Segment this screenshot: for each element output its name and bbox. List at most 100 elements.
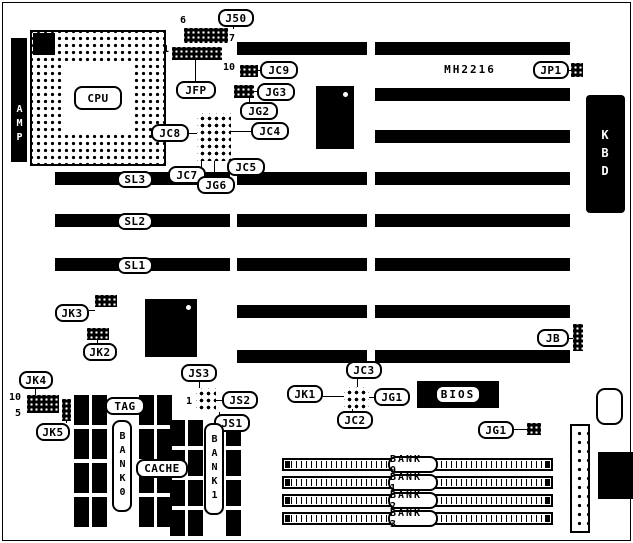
leader-line [216, 400, 222, 401]
jb-connector [573, 324, 583, 351]
expansion-slot [375, 88, 570, 101]
leader-line [569, 338, 573, 339]
model-text: MH2216 [444, 63, 496, 76]
qfp-chip [316, 86, 354, 149]
leader-line [35, 389, 36, 395]
cache-chip [170, 480, 185, 506]
cache-chip [170, 510, 185, 536]
expansion-slot [237, 214, 367, 227]
jc4-label: JC4 [251, 122, 289, 140]
j50-connector [184, 28, 228, 43]
expansion-slot [375, 258, 570, 271]
leader-line [233, 26, 234, 29]
jc3-pin-block [344, 387, 369, 411]
cache-chip [92, 395, 107, 425]
pin-number-10: 10 [223, 62, 236, 73]
keyboard-controller-chip [145, 299, 197, 357]
jc5-label: JC5 [227, 158, 265, 176]
power-switch-outline [596, 388, 623, 425]
js2-label: JS2 [222, 391, 258, 409]
leader-line [258, 70, 260, 71]
jk5-connector [62, 399, 71, 421]
leader-line [369, 397, 374, 398]
bios-label: BIOS [435, 385, 481, 404]
cache-chip [170, 420, 185, 446]
leader-line [214, 161, 215, 176]
leader-line [201, 161, 202, 167]
simm-bank2-label: BANK 2 [388, 490, 438, 512]
cache-chip-group [74, 395, 107, 527]
leader-line [323, 396, 344, 397]
expansion-slot [237, 258, 367, 271]
jfp-connector [172, 47, 222, 60]
pin-number-5: 5 [15, 408, 22, 419]
jc8-label: JC8 [151, 124, 189, 142]
jk2-connector [87, 328, 109, 340]
jg1-center-label: JG1 [374, 388, 410, 406]
cache-chip [74, 497, 89, 527]
expansion-slot [375, 42, 570, 55]
pin-number-10: 10 [9, 392, 22, 403]
jg1-right-label: JG1 [478, 421, 514, 439]
leader-line [189, 133, 197, 134]
amp-label: AMP [14, 104, 25, 146]
cache-chip [188, 420, 203, 446]
leader-line [219, 412, 220, 415]
simm-bank1-label: BANK 1 [388, 472, 438, 494]
power-connector [570, 424, 590, 533]
cache-chip [92, 463, 107, 493]
cache-chip [139, 497, 154, 527]
leader-line [66, 421, 67, 423]
jc8-pin-grid [197, 113, 231, 161]
expansion-slot [375, 172, 570, 185]
jk3-connector [95, 295, 117, 307]
expansion-slot [375, 305, 570, 318]
jb-label: JB [537, 329, 569, 347]
cache-chip [92, 497, 107, 527]
cache-chip [92, 429, 107, 459]
expansion-slot [375, 350, 570, 363]
sl1-label: SL1 [117, 257, 153, 274]
kbd-label: KBD [598, 128, 612, 182]
jc3-label: JC3 [346, 361, 382, 379]
leader-line [231, 131, 251, 132]
pin-number-6: 6 [180, 15, 187, 26]
jc2-label: JC2 [337, 411, 373, 429]
cache-chip [226, 510, 241, 536]
jg1-right-connector [527, 423, 541, 435]
leader-line [514, 429, 527, 430]
jk4-label: JK4 [19, 371, 53, 389]
amp-connector [11, 38, 27, 162]
cache-chip [157, 497, 172, 527]
power-plug [598, 452, 633, 499]
jc9-connector [240, 65, 258, 77]
leader-line [89, 310, 95, 311]
jp1-label: JP1 [533, 61, 569, 79]
leader-line [357, 379, 358, 387]
cache-chip [157, 429, 172, 459]
simm-bank3-label: BANK 3 [388, 508, 438, 530]
j50-label: J50 [218, 9, 254, 27]
leader-line [249, 98, 250, 102]
pin-number-7: 7 [229, 33, 236, 44]
cache-chip [74, 429, 89, 459]
cache-chip-group [226, 420, 241, 536]
simm-bank0-label: BANK 0 [388, 454, 438, 476]
jk1-label: JK1 [287, 385, 323, 403]
leader-line [254, 91, 257, 92]
expansion-slot [237, 350, 367, 363]
js3-label: JS3 [181, 364, 217, 382]
cache-chip [226, 450, 241, 476]
expansion-slot [375, 214, 570, 227]
cache-label: CACHE [136, 459, 188, 478]
cache-chip [157, 395, 172, 425]
sl3-label: SL3 [117, 171, 153, 188]
cache-chip [226, 480, 241, 506]
expansion-slot [237, 172, 367, 185]
jk5-label: JK5 [36, 423, 70, 441]
leader-line [199, 382, 200, 388]
cache-chip [74, 463, 89, 493]
cache-chip-group [170, 420, 203, 536]
